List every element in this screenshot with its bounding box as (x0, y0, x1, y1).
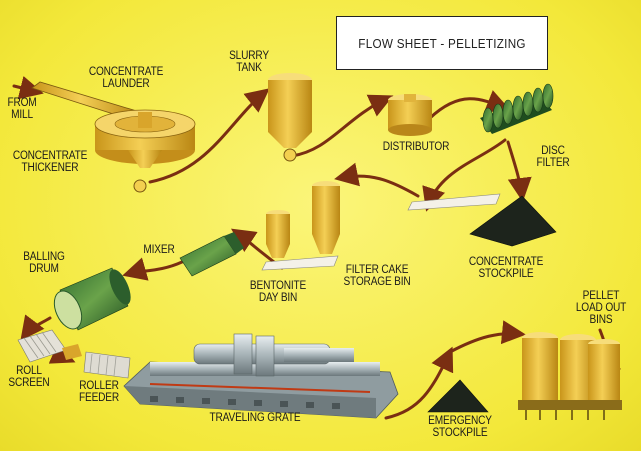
flow-slurry-to-distributor (290, 94, 394, 158)
flow-drum-to-screen (20, 314, 52, 341)
filter-conveyor-shape (407, 193, 501, 211)
mixer-shape (179, 232, 244, 277)
flow-grate-to-emergency (384, 346, 454, 420)
bentonite-day-bin-shape (266, 210, 290, 258)
roll-screen-shape (17, 329, 82, 363)
label-mixer: MIXER (143, 244, 175, 256)
bin-conveyor-shape (261, 255, 339, 271)
flow-mixer-to-drum (122, 257, 184, 281)
roller-feeder-shape (83, 351, 131, 379)
label-traveling-grate: TRAVELING GRATE (209, 412, 301, 424)
disc-filter-shape (480, 83, 554, 134)
flow-filter-to-stockpile (506, 140, 532, 202)
emergency-stockpile-shape (427, 379, 489, 413)
flow-thickener-to-slurry (148, 88, 270, 184)
flow-filter-to-conveyor (422, 138, 507, 212)
concentrate-stockpile-shape (469, 195, 557, 247)
traveling-grate-shape (123, 333, 399, 419)
pellet-load-out-bins-shape (518, 332, 622, 420)
flow-from-mill (12, 75, 44, 100)
diagram-title: FLOW SHEET - PELLETIZING (358, 35, 526, 51)
concentrate-thickener-shape (94, 109, 196, 193)
flow-to-loadout (448, 320, 526, 354)
flow-conveyor-to-filtercake (334, 162, 420, 198)
slurry-tank-shape (268, 73, 312, 162)
title-box: FLOW SHEET - PELLETIZING (336, 16, 548, 70)
distributor-shape (388, 94, 432, 136)
label-distributor: DISTRIBUTOR (382, 141, 450, 153)
balling-drum-shape (53, 267, 131, 331)
filter-cake-storage-bin-shape (312, 181, 340, 254)
